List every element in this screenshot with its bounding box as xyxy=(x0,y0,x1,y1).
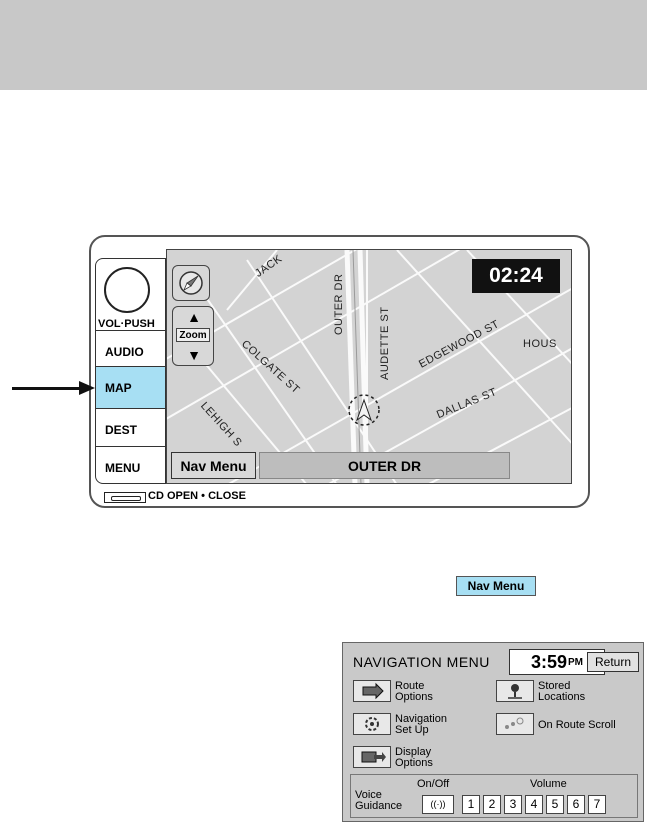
zoom-out-arrow-icon[interactable]: ▼ xyxy=(187,347,201,363)
map-button[interactable]: MAP xyxy=(96,366,165,408)
street-label: AUDETTE ST xyxy=(379,306,391,380)
current-street-bar: OUTER DR xyxy=(259,452,510,479)
dest-button[interactable]: DEST xyxy=(96,408,165,450)
menu-button[interactable]: MENU xyxy=(96,446,165,488)
display-options-line2: Options xyxy=(395,757,433,769)
navigation-menu-title: NAVIGATION MENU xyxy=(353,654,490,670)
pointer-arrow xyxy=(12,387,82,390)
volume-label: VOL·PUSH xyxy=(98,318,155,330)
street-label: OUTER DR xyxy=(333,273,345,335)
navigation-setup-line2: Set Up xyxy=(395,724,429,736)
header-band xyxy=(0,0,647,90)
display-options-button[interactable] xyxy=(353,746,391,768)
route-options-label: Route Options xyxy=(395,681,475,703)
volume-level-button[interactable]: 2 xyxy=(483,795,501,814)
volume-knob[interactable] xyxy=(104,267,150,313)
volume-level-button[interactable]: 1 xyxy=(462,795,480,814)
setup-gear-icon xyxy=(365,717,379,731)
clock-suffix: PM xyxy=(568,656,584,668)
clock-time: 3:59 xyxy=(530,651,568,672)
cd-open-close-label: CD OPEN • CLOSE xyxy=(148,490,246,502)
voice-label-line1: Voice xyxy=(355,789,382,801)
stored-locations-button[interactable] xyxy=(496,680,534,702)
stored-locations-line1: Stored xyxy=(538,680,571,692)
compass-button[interactable] xyxy=(172,265,210,301)
nav-menu-inline-button[interactable]: Nav Menu xyxy=(456,576,536,596)
volume-header: Volume xyxy=(530,778,567,790)
on-route-scroll-label: On Route Scroll xyxy=(538,719,616,731)
display-options-label: Display Options xyxy=(395,747,475,769)
compass-icon xyxy=(179,271,203,295)
street-label: HOUS xyxy=(523,338,557,350)
volume-level-button[interactable]: 7 xyxy=(588,795,606,814)
route-options-line1: Route xyxy=(395,680,425,692)
voice-guidance-panel: Voice Guidance On/Off Volume ((·)) 1 2 3… xyxy=(350,774,638,818)
nav-menu-button[interactable]: Nav Menu xyxy=(171,452,256,479)
on-route-scroll-button[interactable] xyxy=(496,713,534,735)
stored-locations-label: Stored Locations xyxy=(538,681,618,703)
zoom-in-arrow-icon[interactable]: ▲ xyxy=(187,309,201,325)
on-off-header: On/Off xyxy=(417,778,450,790)
display-icon xyxy=(361,751,386,763)
display-options-line1: Display xyxy=(395,746,432,758)
return-button[interactable]: Return xyxy=(587,652,639,672)
route-arrow-icon xyxy=(362,682,384,700)
location-pin-icon xyxy=(508,684,522,699)
route-options-button[interactable] xyxy=(353,680,391,702)
navigation-setup-button[interactable] xyxy=(353,713,391,735)
volume-level-button[interactable]: 5 xyxy=(546,795,564,814)
voice-label-line2: Guidance xyxy=(355,800,403,812)
zoom-label: Zoom xyxy=(176,328,210,342)
pointer-arrow-head xyxy=(79,381,95,395)
voice-toggle-button[interactable]: ((·)) xyxy=(422,795,454,814)
voice-guidance-label: Voice Guidance xyxy=(355,790,405,812)
audio-button[interactable]: AUDIO xyxy=(96,330,165,372)
volume-level-button[interactable]: 6 xyxy=(567,795,585,814)
route-scroll-icon xyxy=(505,717,524,729)
map-clock: 02:24 xyxy=(472,259,560,293)
speaker-icon: ((·)) xyxy=(430,799,446,809)
navigation-setup-line1: Navigation xyxy=(395,713,447,725)
zoom-control: ▲ Zoom ▼ xyxy=(172,306,214,366)
cd-slot-icon[interactable] xyxy=(104,492,146,503)
navigation-setup-label: Navigation Set Up xyxy=(395,714,475,736)
volume-level-button[interactable]: 4 xyxy=(525,795,543,814)
volume-level-button[interactable]: 3 xyxy=(504,795,522,814)
route-options-line2: Options xyxy=(395,691,433,703)
stored-locations-line2: Locations xyxy=(538,691,586,703)
